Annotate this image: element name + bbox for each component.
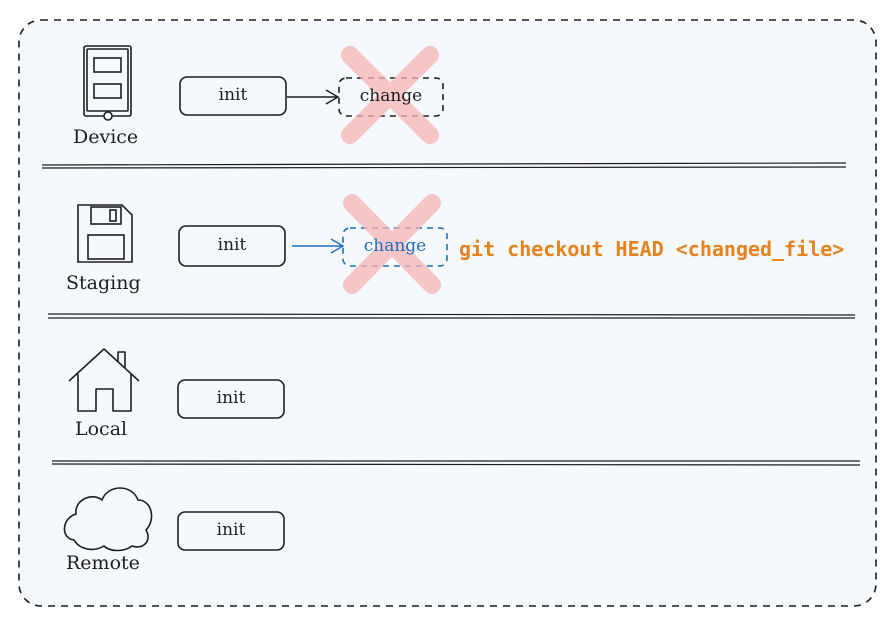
remote-init-box	[177, 511, 285, 551]
cloud-icon	[63, 487, 153, 552]
device-change-label: change	[359, 86, 423, 106]
floppy-disk-icon	[77, 204, 133, 263]
staging-init-box	[178, 225, 286, 267]
row-label-device: Device	[73, 126, 139, 148]
divider-device-staging	[41, 162, 847, 169]
git-command-annotation: git checkout HEAD <changed_file>	[459, 237, 845, 261]
outer-panel	[18, 19, 877, 607]
staging-cross-mark	[343, 194, 441, 294]
divider-local-remote	[51, 460, 861, 466]
staging-change-label: change	[363, 236, 427, 256]
local-init-label: init	[216, 388, 246, 408]
device-change-box	[338, 77, 444, 117]
remote-init-label: init	[216, 520, 246, 540]
staging-arrow	[292, 238, 345, 254]
phone-icon	[83, 45, 132, 121]
row-label-local: Local	[75, 418, 128, 440]
staging-init-label: init	[217, 235, 247, 255]
device-init-box	[179, 76, 287, 116]
device-cross-mark	[341, 46, 439, 144]
row-label-staging: Staging	[66, 272, 141, 294]
house-icon	[68, 348, 140, 412]
staging-change-box	[342, 227, 448, 267]
device-init-label: init	[218, 85, 248, 105]
divider-staging-local	[47, 313, 856, 319]
row-label-remote: Remote	[66, 552, 140, 574]
device-arrow	[287, 89, 340, 105]
local-init-box	[177, 379, 285, 419]
